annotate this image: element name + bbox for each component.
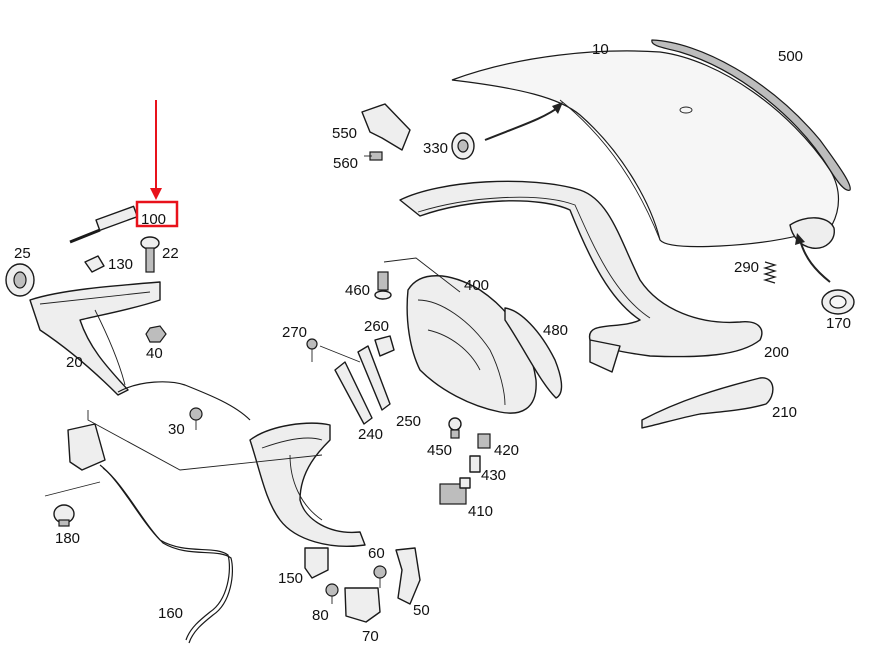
actuator-410[interactable] bbox=[439, 477, 471, 505]
grommet-180[interactable] bbox=[53, 504, 75, 527]
leader-box bbox=[87, 410, 323, 471]
bolt-460[interactable] bbox=[374, 271, 392, 300]
label-250: 250 bbox=[396, 413, 421, 430]
label-10: 10 bbox=[592, 41, 609, 58]
label-20: 20 bbox=[66, 354, 83, 371]
label-130: 130 bbox=[108, 256, 133, 273]
cable-160[interactable] bbox=[99, 464, 231, 641]
label-200: 200 bbox=[764, 344, 789, 361]
label-260: 260 bbox=[364, 318, 389, 335]
bumper-25[interactable] bbox=[5, 263, 35, 297]
highlight-arrowhead bbox=[150, 188, 162, 200]
label-80: 80 bbox=[312, 607, 329, 624]
clip-130[interactable] bbox=[84, 255, 105, 273]
plate-70[interactable] bbox=[344, 587, 381, 623]
label-50: 50 bbox=[413, 602, 430, 619]
label-180: 180 bbox=[55, 530, 80, 547]
seal-strip[interactable] bbox=[651, 39, 851, 191]
leader-180 bbox=[44, 481, 101, 497]
bolt-60[interactable] bbox=[373, 565, 387, 588]
strip-240[interactable] bbox=[334, 361, 373, 425]
label-480: 480 bbox=[543, 322, 568, 339]
label-25: 25 bbox=[14, 245, 31, 262]
inner-trim[interactable] bbox=[383, 257, 537, 414]
strip-250[interactable] bbox=[357, 345, 391, 411]
left-bracket[interactable] bbox=[67, 423, 106, 471]
leader-270 bbox=[319, 345, 361, 363]
gas-strut[interactable] bbox=[69, 205, 139, 244]
cable-160-outline bbox=[102, 467, 234, 644]
hinge-arm[interactable] bbox=[29, 281, 161, 396]
nut-40[interactable] bbox=[145, 325, 167, 343]
label-210: 210 bbox=[772, 404, 797, 421]
bracket-50[interactable] bbox=[395, 547, 421, 605]
grommet-330[interactable] bbox=[451, 132, 475, 160]
bolt-560[interactable] bbox=[364, 151, 383, 161]
label-460: 460 bbox=[345, 282, 370, 299]
right-hinge[interactable] bbox=[249, 422, 366, 547]
label-70: 70 bbox=[362, 628, 379, 645]
label-100: 100 bbox=[141, 211, 166, 228]
linkage-rod[interactable] bbox=[117, 381, 251, 421]
label-400: 400 bbox=[464, 277, 489, 294]
side-trim[interactable] bbox=[641, 377, 774, 429]
trunk-lid[interactable] bbox=[451, 50, 840, 248]
screw-270[interactable] bbox=[306, 338, 318, 362]
fastener-420[interactable] bbox=[477, 433, 491, 449]
clip-450[interactable] bbox=[448, 417, 462, 439]
label-560: 560 bbox=[333, 155, 358, 172]
arrow-170-head bbox=[795, 233, 805, 245]
label-290: 290 bbox=[734, 259, 759, 276]
label-410: 410 bbox=[468, 503, 493, 520]
trim-480[interactable] bbox=[504, 307, 563, 399]
bracket-150[interactable] bbox=[304, 547, 329, 579]
label-30: 30 bbox=[168, 421, 185, 438]
label-450: 450 bbox=[427, 442, 452, 459]
label-240: 240 bbox=[358, 426, 383, 443]
screw-30[interactable] bbox=[189, 407, 203, 430]
label-170: 170 bbox=[826, 315, 851, 332]
label-270: 270 bbox=[282, 324, 307, 341]
clip-260[interactable] bbox=[374, 335, 395, 357]
label-500: 500 bbox=[778, 48, 803, 65]
arrow-330-head bbox=[552, 102, 563, 114]
label-40: 40 bbox=[146, 345, 163, 362]
label-550: 550 bbox=[332, 125, 357, 142]
fastener-430[interactable] bbox=[469, 455, 481, 473]
label-150: 150 bbox=[278, 570, 303, 587]
bolt-80[interactable] bbox=[325, 583, 339, 604]
lid-frame[interactable] bbox=[399, 180, 763, 373]
label-60: 60 bbox=[368, 545, 385, 562]
highlight-box bbox=[135, 200, 179, 228]
spring-290[interactable] bbox=[762, 261, 778, 284]
label-430: 430 bbox=[481, 467, 506, 484]
label-420: 420 bbox=[494, 442, 519, 459]
label-330: 330 bbox=[423, 140, 448, 157]
bracket-550[interactable] bbox=[361, 103, 411, 151]
label-22: 22 bbox=[162, 245, 179, 262]
cap-170[interactable] bbox=[821, 289, 855, 315]
arrow-330 bbox=[484, 105, 561, 141]
bolt-22[interactable] bbox=[140, 236, 160, 273]
arrow-170 bbox=[799, 239, 831, 283]
label-160: 160 bbox=[158, 605, 183, 622]
